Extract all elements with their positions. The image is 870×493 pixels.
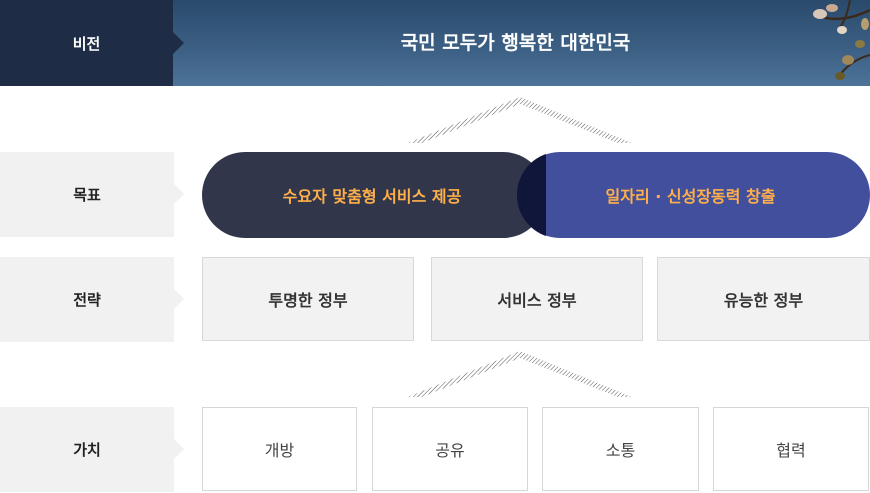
value-box-communication: 소통: [542, 407, 699, 491]
goal-overlap: [517, 154, 546, 236]
goal-pill-service: 수요자 맞춤형 서비스 제공: [202, 152, 546, 238]
vision-banner: 국민 모두가 행복한 대한민국: [173, 0, 870, 86]
vision-label: 비전: [0, 0, 184, 86]
goal-pill-growth: 일자리 · 신성장동력 창출: [517, 152, 870, 238]
strategy-box-transparent: 투명한 정부: [202, 257, 414, 341]
vision-statement: 국민 모두가 행복한 대한민국: [400, 31, 631, 54]
strategy-box-competent: 유능한 정부: [657, 257, 870, 341]
connector-goals: [408, 97, 632, 143]
value-box-cooperation: 협력: [713, 407, 869, 491]
goal-text-service: 수요자 맞춤형 서비스 제공: [282, 187, 462, 206]
strategy-label: 전략: [0, 257, 184, 342]
blossom-branch-decoration: [813, 0, 870, 80]
connector-values: [408, 351, 632, 397]
value-box-sharing: 공유: [372, 407, 528, 491]
goals-label: 목표: [0, 152, 184, 237]
values-label: 가치: [0, 407, 184, 492]
value-box-openness: 개방: [202, 407, 357, 491]
goal-text-growth: 일자리 · 신성장동력 창출: [605, 187, 776, 206]
strategy-box-service: 서비스 정부: [431, 257, 643, 341]
